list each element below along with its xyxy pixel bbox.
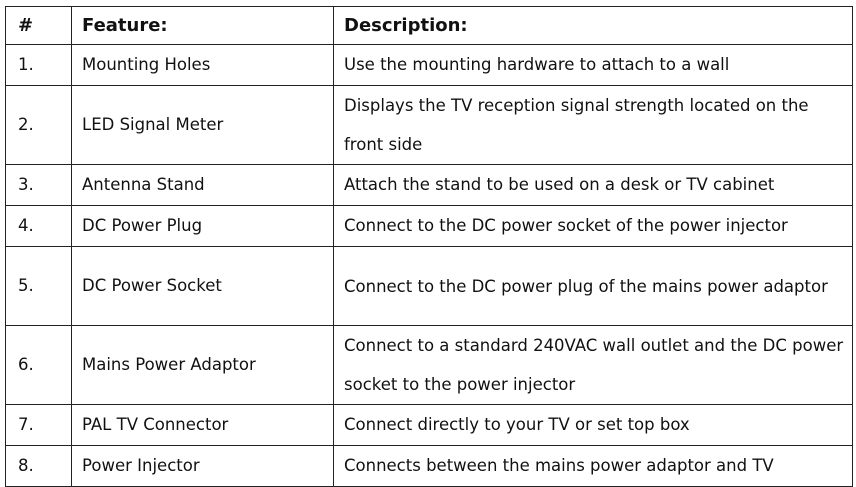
header-feature: Feature:: [71, 6, 334, 45]
row-description: Connect to a standard 240VAC wall outlet…: [333, 325, 853, 405]
feature-table: # Feature: Description: 1. Mounting Hole…: [5, 6, 853, 487]
table-row: 7. PAL TV Connector Connect directly to …: [5, 404, 853, 446]
row-number: 4.: [5, 205, 72, 247]
table-body: 1. Mounting Holes Use the mounting hardw…: [5, 44, 853, 487]
row-feature: Antenna Stand: [71, 164, 334, 206]
row-number: 8.: [5, 445, 72, 487]
row-feature: LED Signal Meter: [71, 85, 334, 165]
row-feature: Mounting Holes: [71, 44, 334, 86]
row-number: 2.: [5, 85, 72, 165]
row-description: Connects between the mains power adaptor…: [333, 445, 853, 487]
header-description: Description:: [333, 6, 853, 45]
row-number: 5.: [5, 246, 72, 326]
row-feature: DC Power Plug: [71, 205, 334, 247]
row-feature: Mains Power Adaptor: [71, 325, 334, 405]
table-header: # Feature: Description:: [5, 6, 853, 45]
row-description: Connect to the DC power plug of the main…: [333, 246, 853, 326]
row-number: 6.: [5, 325, 72, 405]
table-row: 2. LED Signal Meter Displays the TV rece…: [5, 85, 853, 165]
row-feature: PAL TV Connector: [71, 404, 334, 446]
table-row: 6. Mains Power Adaptor Connect to a stan…: [5, 325, 853, 405]
row-number: 1.: [5, 44, 72, 86]
header-number: #: [5, 6, 72, 45]
row-description: Displays the TV reception signal strengt…: [333, 85, 853, 165]
row-description: Attach the stand to be used on a desk or…: [333, 164, 853, 206]
row-number: 7.: [5, 404, 72, 446]
row-number: 3.: [5, 164, 72, 206]
table-row: 5. DC Power Socket Connect to the DC pow…: [5, 246, 853, 326]
table-row: 1. Mounting Holes Use the mounting hardw…: [5, 44, 853, 86]
row-feature: DC Power Socket: [71, 246, 334, 326]
row-description: Connect to the DC power socket of the po…: [333, 205, 853, 247]
header-row: # Feature: Description:: [5, 6, 853, 45]
row-description: Connect directly to your TV or set top b…: [333, 404, 853, 446]
table-row: 3. Antenna Stand Attach the stand to be …: [5, 164, 853, 206]
row-description: Use the mounting hardware to attach to a…: [333, 44, 853, 86]
table-row: 4. DC Power Plug Connect to the DC power…: [5, 205, 853, 247]
table-row: 8. Power Injector Connects between the m…: [5, 445, 853, 487]
row-feature: Power Injector: [71, 445, 334, 487]
